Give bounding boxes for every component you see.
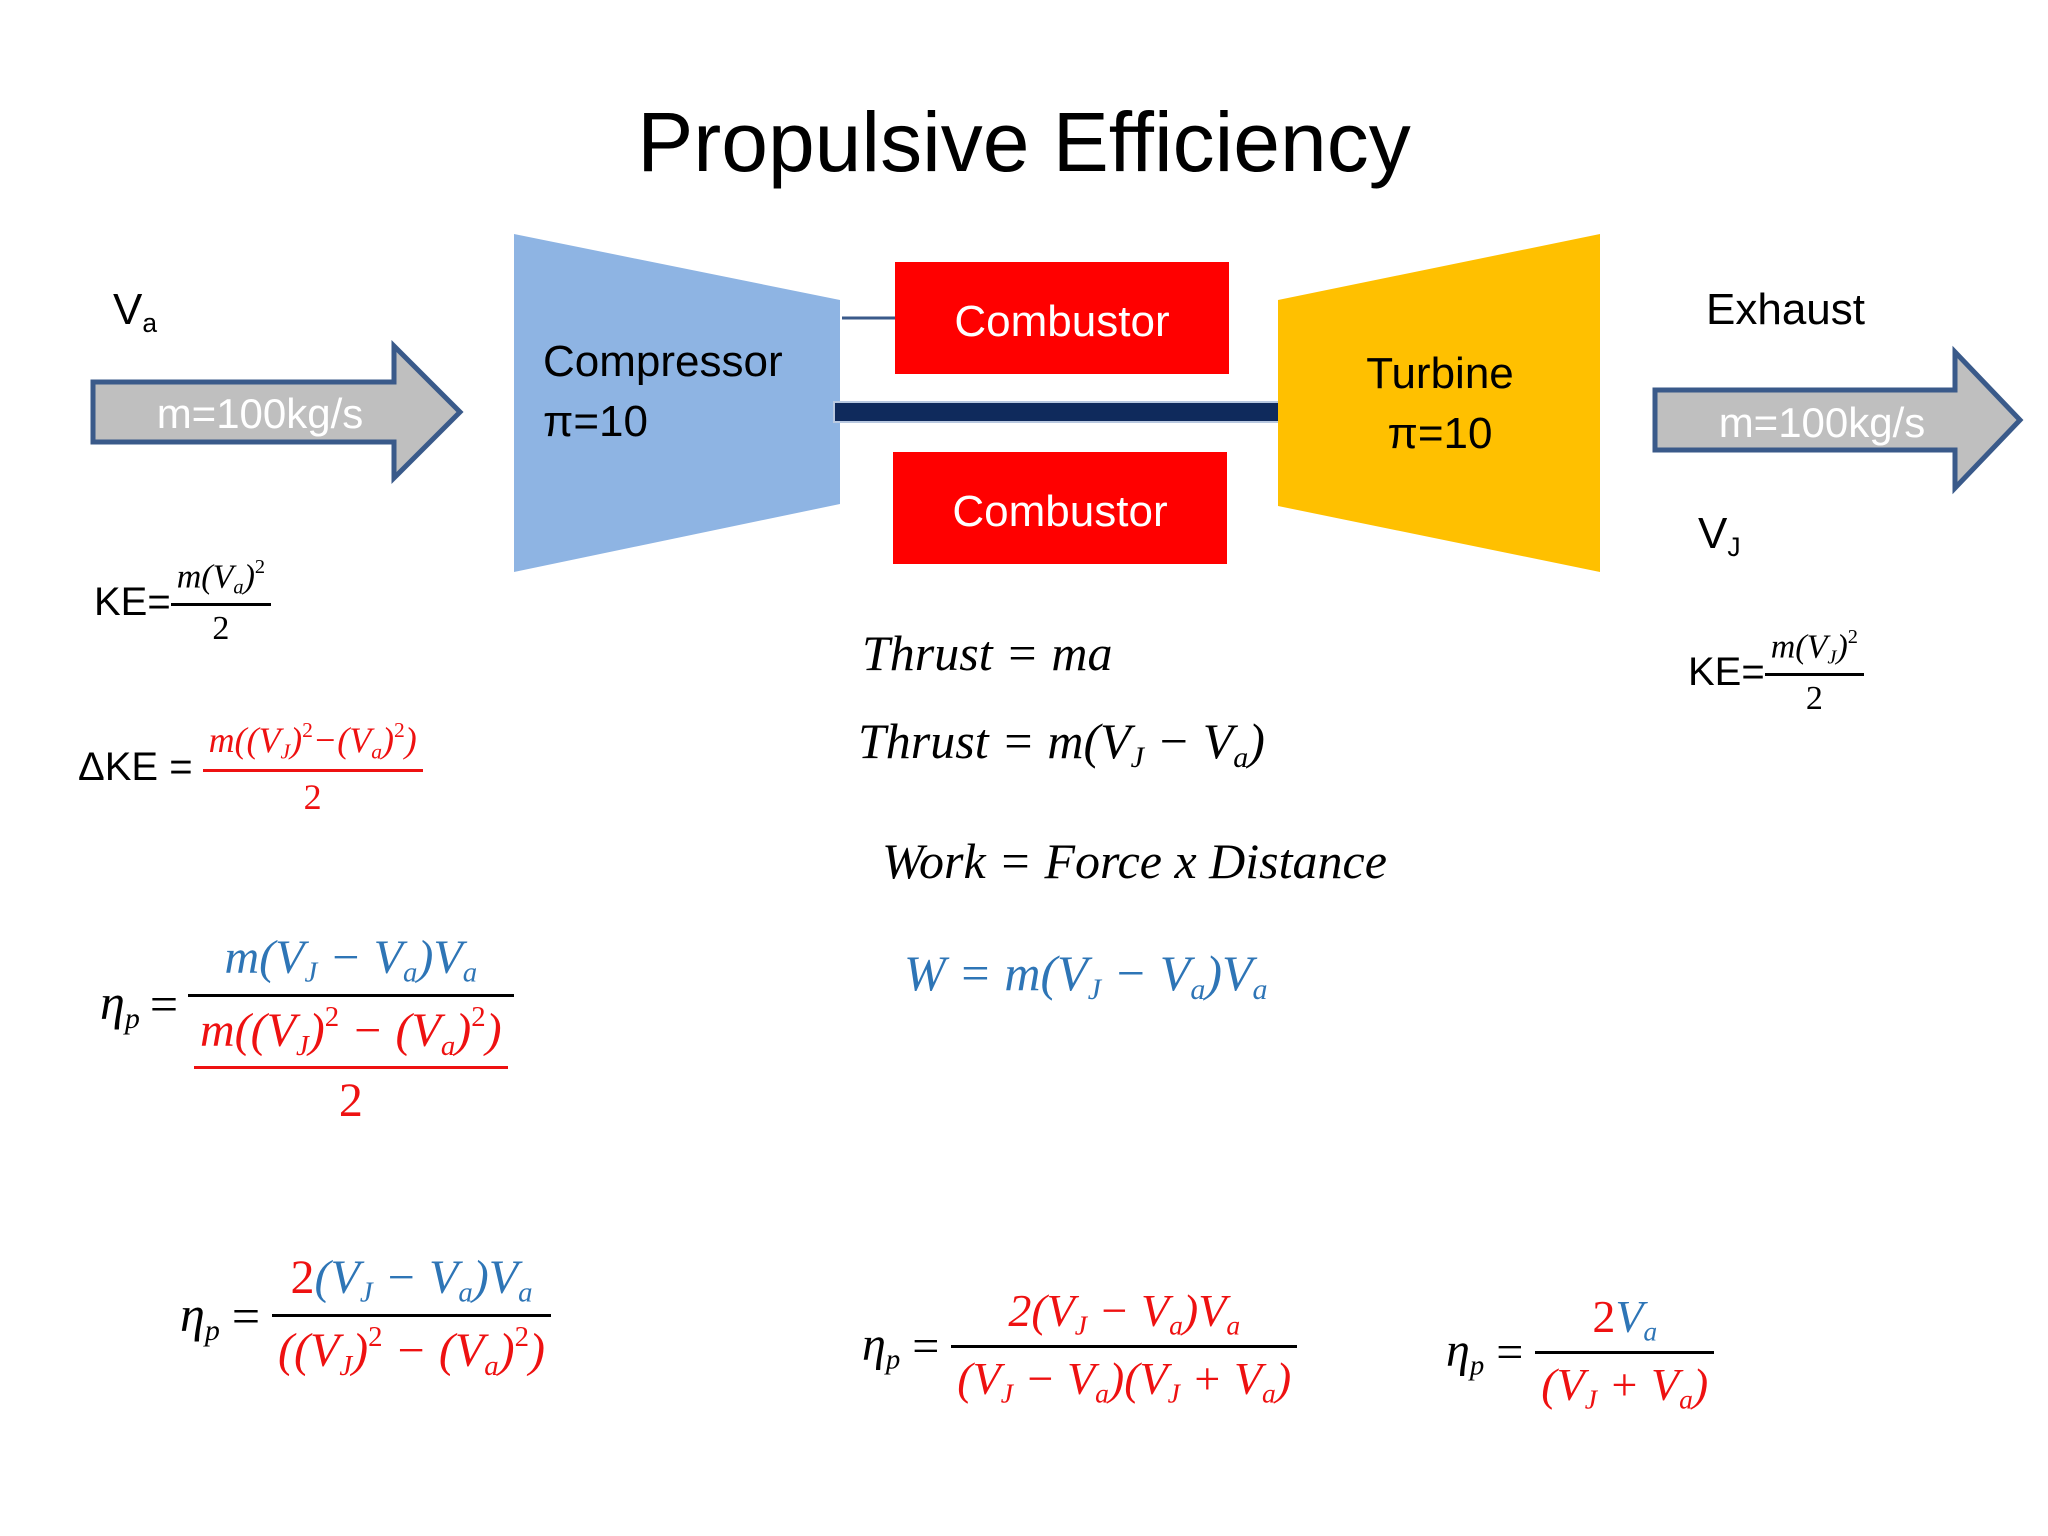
exhaust-label: Exhaust [1706,285,1865,334]
turbine-ratio: π=10 [1387,409,1493,458]
engine-diagram: m=100kg/s Combustor Combustor m=100kg/s [90,234,2024,572]
ke-exhaust-equation: KE= m(VJ)2 2 [1688,626,1864,718]
combustor-bottom-label: Combustor [952,487,1167,536]
efficiency-equation-2: ηp = 2(VJ − Va)Va ((VJ)2 − (Va)2) [180,1250,551,1382]
ke-inlet-equation: KE= m(Va)2 2 [94,556,272,648]
efficiency-equation-1: ηp = m(VJ − Va)Va m((VJ)2 − (Va)2) 2 [100,930,514,1128]
compressor-ratio: π=10 [543,397,648,446]
delta-ke-equation: ΔKE = m((VJ)2−(Va)2) 2 [78,718,423,818]
efficiency-equation-3: ηp = 2(VJ − Va)Va (VJ − Va)(VJ + Va) [862,1284,1298,1410]
page-title: Propulsive Efficiency [637,95,1411,189]
thrust-velocity-equation: Thrust = m(VJ − Va) [858,713,1265,774]
exhaust-velocity-label: VJ [1698,509,1741,562]
work-velocity-equation: W = m(VJ − Va)Va [904,945,1268,1006]
turbine-label: Turbine [1366,349,1514,398]
work-equation: Work = Force x Distance [882,833,1387,889]
combustor-top [895,262,1229,374]
inlet-arrow [90,339,464,485]
combustor-top-label: Combustor [954,297,1169,346]
thrust-equation: Thrust = ma [862,625,1113,681]
inlet-velocity-label: Va [113,285,158,338]
inlet-arrow-label: m=100kg/s [157,390,364,437]
compressor-label: Compressor [543,337,783,386]
turbine-shape [1278,234,1600,572]
efficiency-equation-4: ηp = 2Va (VJ + Va) [1446,1290,1715,1416]
exhaust-arrow [1652,345,2024,495]
combustor-bottom [893,452,1227,564]
compressor-shape [514,234,840,572]
shaft [833,401,1283,423]
exhaust-arrow-label: m=100kg/s [1719,399,1926,446]
